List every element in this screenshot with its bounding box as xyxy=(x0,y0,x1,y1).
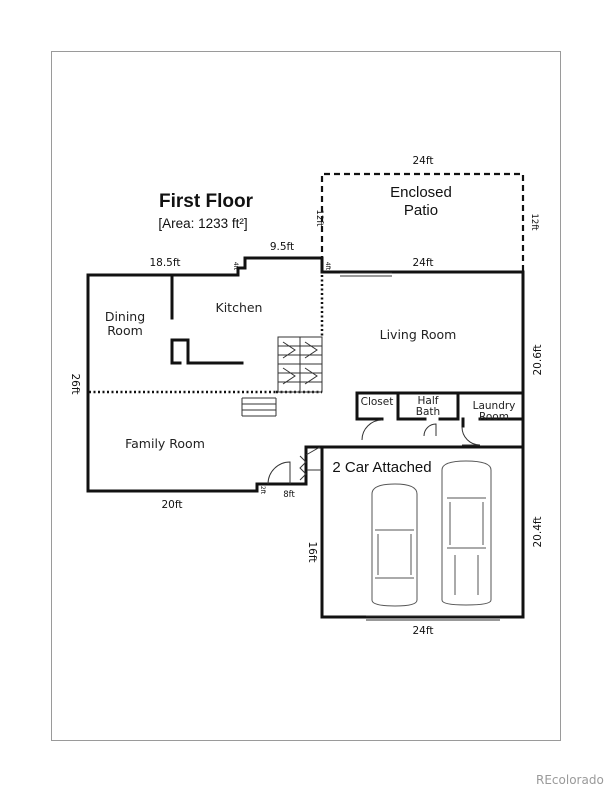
garage-entry xyxy=(305,446,322,471)
living-right-dimension: 20.6ft xyxy=(532,344,544,375)
garage-door xyxy=(366,615,500,621)
sliding-door xyxy=(340,272,392,277)
patio-top-dimension: 24ft xyxy=(413,155,434,167)
entry-door-swing xyxy=(267,461,291,485)
tiny-dimension-b: 4ft xyxy=(324,262,331,271)
north-wall-west xyxy=(86,256,324,277)
patio-right-dimension: 12ft xyxy=(529,214,539,232)
family-room-label: Family Room xyxy=(125,436,205,451)
closet-label: Closet xyxy=(361,396,394,408)
garage-bottom-dimension: 24ft xyxy=(413,625,434,637)
dining-room-label: Dining xyxy=(105,309,145,324)
dining-room-label-2: Room xyxy=(107,323,143,338)
enclosed-patio-label-2: Patio xyxy=(404,202,438,219)
garage-right-dimension: 20.4ft xyxy=(532,516,544,547)
left-side-dimension: 26ft xyxy=(69,374,81,395)
half-bath-label: Half xyxy=(418,395,439,407)
patio-left-dimension: 12ft xyxy=(314,210,324,228)
page-frame xyxy=(51,51,561,741)
garage-label: 2 Car Attached xyxy=(332,459,431,476)
laundry-room-label: Laundry xyxy=(473,400,516,412)
tiny-dimension-c: 2ft xyxy=(259,486,266,495)
family-bottom-dimension: 20ft xyxy=(162,499,183,511)
patio-outline xyxy=(320,172,525,272)
south-west-walls xyxy=(86,273,525,493)
plan-title: First Floor xyxy=(159,191,254,212)
car-right xyxy=(441,460,492,606)
entry-folding-door xyxy=(299,455,307,481)
car-left xyxy=(371,483,418,607)
watermark: REcolorado xyxy=(536,773,604,787)
garage-walls xyxy=(320,445,525,619)
half-bath-label-2: Bath xyxy=(416,406,440,418)
kitchen-top-dimension: 9.5ft xyxy=(270,241,294,253)
enclosed-patio-label: Enclosed xyxy=(390,184,452,201)
living-room-label: Living Room xyxy=(380,327,457,342)
living-top-dimension: 24ft xyxy=(413,257,434,269)
bath-door-swing xyxy=(423,423,437,437)
closet-bath-wall xyxy=(396,391,427,421)
dining-top-dimension: 18.5ft xyxy=(149,257,180,269)
staircase xyxy=(241,336,323,417)
kitchen-counter xyxy=(170,338,244,365)
closet-wall-left xyxy=(355,391,384,421)
closet-door-swing xyxy=(361,419,383,441)
kitchen-counter-2 xyxy=(170,338,182,365)
laundry-door-swing xyxy=(461,426,481,446)
laundry-room-label-2: Room xyxy=(479,411,509,423)
entry-bottom-dimension: 8ft xyxy=(283,490,295,500)
tiny-dimension-a: 4ft xyxy=(232,262,239,271)
garage-left-dimension: 16ft xyxy=(306,542,318,563)
plan-area: [Area: 1233 ft²] xyxy=(158,216,247,231)
north-wall-east xyxy=(320,270,525,449)
kitchen-label: Kitchen xyxy=(216,300,263,315)
bath-laundry-wall xyxy=(438,391,460,421)
laundry-south-wall xyxy=(461,417,525,428)
